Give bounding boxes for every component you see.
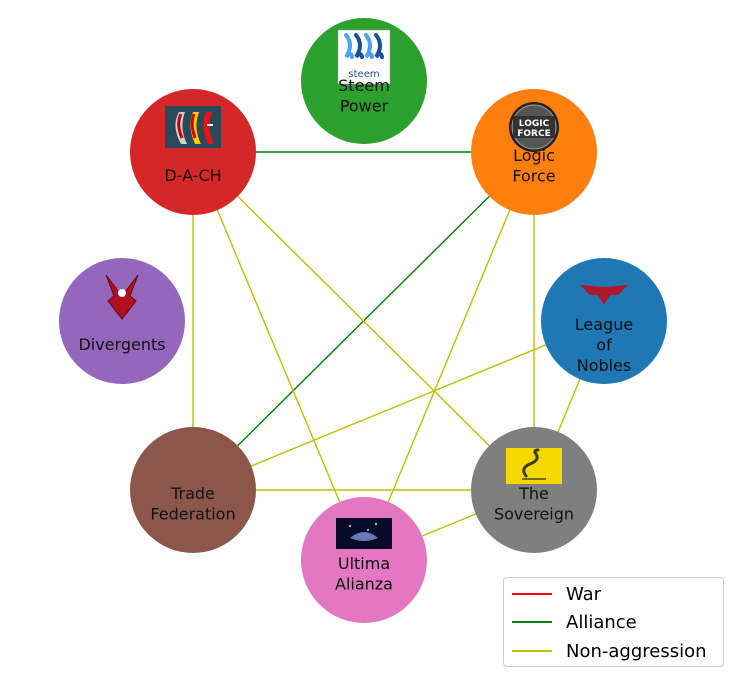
node-dach: D-A-CH bbox=[130, 89, 256, 215]
edge-logic-force-ultima-alianza bbox=[387, 209, 511, 503]
node-dach-circle bbox=[130, 89, 256, 215]
node-ultima-alianza-label-1: Ultima bbox=[338, 554, 390, 573]
legend-war-label: War bbox=[566, 583, 602, 605]
steem-logo-icon: steem bbox=[337, 29, 391, 85]
edge-league-of-nobles-trade-federation bbox=[251, 344, 546, 467]
edge-league-of-nobles-the-sovereign bbox=[557, 378, 581, 433]
eagle-crest-icon bbox=[580, 285, 628, 305]
legend: War Alliance Non-aggression bbox=[503, 577, 724, 667]
legend-item-war: War bbox=[512, 581, 601, 607]
node-ultima-alianza-circle bbox=[301, 497, 427, 623]
node-steem-power-label-2: Power bbox=[340, 96, 389, 115]
node-divergents-label-1: Divergents bbox=[78, 335, 165, 354]
gadsden-flag-icon bbox=[506, 448, 562, 484]
legend-alliance-line bbox=[512, 621, 552, 623]
legend-alliance-label: Alliance bbox=[566, 611, 637, 633]
logic-force-logo-text-2: FORCE bbox=[517, 129, 550, 139]
legend-war-line bbox=[512, 593, 552, 595]
node-dach-label-1: D-A-CH bbox=[164, 166, 221, 185]
nodes-layer: steemSteemPowerLOGICFORCELogicForceD-A-C… bbox=[59, 18, 667, 623]
node-divergents-circle bbox=[59, 258, 185, 384]
node-the-sovereign-circle bbox=[471, 427, 597, 553]
node-trade-federation-label-2: Federation bbox=[150, 504, 235, 523]
node-league-of-nobles-label-2: of bbox=[596, 336, 612, 355]
node-league-of-nobles-circle bbox=[541, 258, 667, 384]
node-league-of-nobles-label-1: League bbox=[575, 315, 633, 334]
phoenix-icon bbox=[105, 274, 139, 320]
edges-layer bbox=[192, 151, 581, 537]
node-trade-federation-circle bbox=[130, 427, 256, 553]
node-divergents: Divergents bbox=[59, 258, 185, 384]
node-the-sovereign-label-2: Sovereign bbox=[494, 504, 574, 523]
edge-dach-the-sovereign bbox=[237, 195, 490, 447]
node-ultima-alianza-label-2: Alianza bbox=[335, 574, 393, 593]
steem-logo-text: steem bbox=[348, 69, 379, 80]
legend-item-alliance: Alliance bbox=[512, 609, 637, 635]
logic-force-logo-text-1: LOGIC bbox=[519, 119, 550, 129]
dach-flags-icon bbox=[165, 106, 221, 148]
legend-item-non-aggression: Non-aggression bbox=[512, 638, 707, 664]
node-steem-power-label-1: Steem bbox=[338, 76, 390, 95]
node-the-sovereign-label-1: The bbox=[518, 484, 549, 503]
node-logic-force-label-1: Logic bbox=[513, 146, 555, 165]
node-trade-federation-label-1: Trade bbox=[170, 484, 215, 503]
legend-non-aggression-line bbox=[512, 650, 552, 652]
edge-dach-ultima-alianza bbox=[216, 209, 341, 503]
node-logic-force-label-2: Force bbox=[512, 166, 555, 185]
node-league-of-nobles-label-3: Nobles bbox=[577, 356, 632, 375]
ultima-alianza-banner-icon bbox=[336, 518, 392, 549]
legend-non-aggression-label: Non-aggression bbox=[566, 640, 707, 662]
edge-ultima-alianza-the-sovereign bbox=[421, 513, 477, 537]
